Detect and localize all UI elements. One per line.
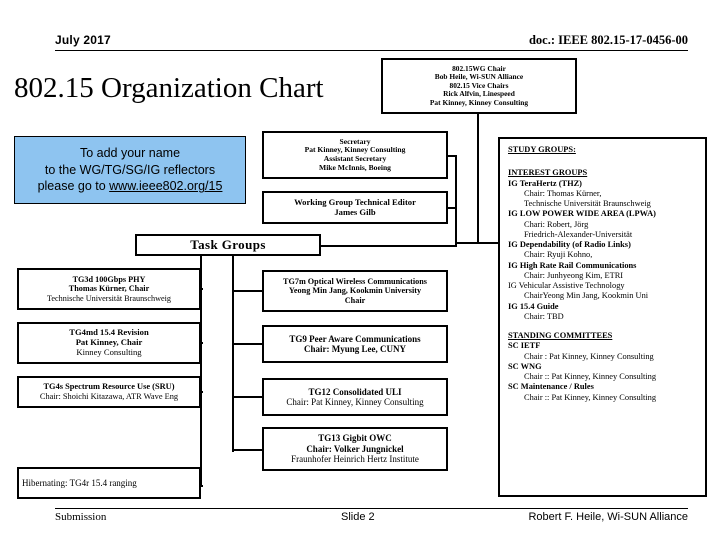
- secretary-line: Pat Kinney, Kinney Consulting: [304, 145, 406, 155]
- wg-chair-line: Bob Heile, Wi-SUN Alliance: [434, 72, 524, 82]
- secretary-line: Mike McInnis, Boeing: [319, 162, 391, 172]
- tg-chair: Chair: Volker Jungnickel: [306, 443, 404, 454]
- task-group-box-tg13: TG13 Gigbit OWC Chair: Volker Jungnickel…: [262, 427, 448, 471]
- technical-editor-box: Working Group Technical Editor James Gil…: [262, 191, 448, 224]
- standing-committee-title: SC IETF: [508, 341, 541, 351]
- connector-to-tg12: [232, 396, 264, 399]
- interest-group-title: IG High Rate Rail Communications: [508, 260, 637, 270]
- interest-group-chair: Chair: Ryuji Kohno,: [524, 250, 593, 260]
- task-group-box-tg3d: TG3d 100Gbps PHY Thomas Kürner, Chair Te…: [17, 268, 201, 310]
- study-groups-heading: STUDY GROUPS:: [508, 145, 576, 154]
- ieee802-link[interactable]: www.ieee802.org/15: [109, 179, 223, 194]
- connector-to-tg3d: [200, 288, 203, 291]
- connector-task-right-trunk: [232, 256, 235, 452]
- standing-committees-heading: STANDING COMMITTEES: [508, 331, 613, 340]
- wg-chair-line: 802.15 Vice Chairs: [449, 80, 509, 90]
- interest-group-title: IG Vehicular Assistive Technology: [508, 281, 625, 290]
- connector-left-trunk: [455, 155, 458, 247]
- tg-chair: Chair: Shoichi Kitazawa, ATR Wave Eng: [39, 392, 179, 401]
- interest-group-chair: ChairYeong Min Jang, Kookmin Uni: [524, 291, 649, 301]
- note-line-1: To add your name: [79, 145, 181, 160]
- footer-rule: [55, 508, 688, 509]
- secretary-line: Assistant Secretary: [323, 154, 387, 163]
- tg-chair: Chair: Pat Kinney, Kinney Consulting: [286, 397, 424, 407]
- tg-chair: Yeong Min Jang, Kookmin University: [288, 286, 422, 296]
- task-group-box-tg9: TG9 Peer Aware Communications Chair: Myu…: [262, 325, 448, 363]
- footer-author: Robert F. Heile, Wi-SUN Alliance: [528, 511, 688, 523]
- connector-task-left-trunk: [200, 256, 203, 487]
- tg-affiliation: Fraunhofer Heinrich Hertz Institute: [291, 454, 419, 465]
- connector-to-task-groups: [319, 245, 457, 248]
- note-line-3-prefix: please go to: [37, 179, 110, 194]
- tg-chair-role: Chair: [344, 295, 366, 305]
- task-group-box-hibernating: Hibernating: TG4r 15.4 ranging: [17, 467, 201, 499]
- header-doc-number: doc.: IEEE 802.15-17-0456-00: [528, 33, 688, 47]
- tg-affiliation: Kinney Consulting: [76, 346, 142, 357]
- tg-title: TG3d 100Gbps PHY: [72, 274, 146, 284]
- header-rule: [55, 50, 688, 51]
- tg-title: TG12 Consolidated ULI: [308, 386, 402, 397]
- tg-title: TG4md 15.4 Revision: [69, 327, 149, 338]
- tg-title: TG7m Optical Wireless Communications: [283, 276, 427, 286]
- tg-chair: Thomas Kürner, Chair: [68, 284, 150, 294]
- task-groups-label: Task Groups: [190, 236, 266, 252]
- connector-to-tg9: [232, 343, 264, 346]
- interest-groups-heading: INTEREST GROUPS: [508, 168, 588, 178]
- note-line-2: to the WG/TG/SG/IG reflectors: [44, 162, 216, 177]
- tg-affiliation: Technische Universität Braunschweig: [46, 293, 172, 303]
- standing-committee-title: SC WNG: [508, 361, 542, 371]
- standing-committee-chair: Chair : Pat Kinney, Kinney Consulting: [524, 351, 654, 361]
- connector-to-hibernating: [200, 485, 203, 488]
- header-date: July 2017: [55, 33, 111, 47]
- interest-group-affiliation: Technische Universität Braunschweig: [524, 199, 651, 208]
- tg-title: Hibernating: TG4r 15.4 ranging: [22, 477, 137, 488]
- task-group-box-tg4md: TG4md 15.4 Revision Pat Kinney, Chair Ki…: [17, 322, 201, 364]
- wg-chair-box: 802.15WG Chair Bob Heile, Wi-SUN Allianc…: [381, 58, 577, 114]
- connector-to-editor: [446, 207, 457, 210]
- footer-slide-number: Slide 2: [341, 511, 375, 523]
- editor-line: James Gilb: [334, 206, 376, 217]
- tg-title: TG4s Spectrum Resource Use (SRU): [43, 382, 175, 392]
- connector-to-tg13: [232, 449, 264, 452]
- editor-line: Working Group Technical Editor: [294, 196, 416, 207]
- interest-group-chair: Chari: Robert, Jörg: [524, 219, 589, 229]
- task-group-box-tg12: TG12 Consolidated ULI Chair: Pat Kinney,…: [262, 378, 448, 416]
- secretary-line: Secretary: [339, 136, 371, 146]
- task-groups-header-box: Task Groups: [135, 234, 321, 256]
- connector-to-secretary: [446, 155, 457, 158]
- page-title: 802.15 Organization Chart: [14, 72, 324, 104]
- interest-group-chair: Chair: Junhyeong Kim, ETRI: [524, 270, 624, 280]
- standing-committee-chair: Chair :: Pat Kinney, Kinney Consulting: [524, 372, 657, 381]
- tg-chair: Chair: Myung Lee, CUNY: [304, 344, 406, 354]
- footer-submission: Submission: [55, 511, 107, 523]
- wg-chair-line: Pat Kinney, Kinney Consulting: [429, 97, 529, 107]
- connector-to-tg4s: [200, 391, 203, 394]
- wg-chair-line: 802.15WG Chair: [452, 63, 506, 73]
- secretary-box: Secretary Pat Kinney, Kinney Consulting …: [262, 131, 448, 179]
- standing-committee-title: SC Maintenance / Rules: [508, 382, 594, 392]
- interest-group-affiliation: Friedrich-Alexander-Universität: [524, 229, 633, 239]
- interest-group-chair: Chair: TBD: [524, 311, 564, 321]
- connector-chair-trunk: [477, 114, 480, 244]
- task-group-box-tg7m: TG7m Optical Wireless Communications Yeo…: [262, 270, 448, 312]
- task-group-box-tg4s: TG4s Spectrum Resource Use (SRU) Chair: …: [17, 376, 201, 408]
- add-your-name-note-box: To add your name to the WG/TG/SG/IG refl…: [14, 136, 246, 204]
- groups-panel: STUDY GROUPS: INTEREST GROUPS IG TeraHer…: [498, 137, 707, 497]
- connector-chair-to-left-trunk: [455, 242, 479, 245]
- connector-to-tg4md: [200, 342, 203, 345]
- interest-group-title: IG Dependability (of Radio Links): [508, 240, 631, 249]
- tg-chair: Pat Kinney, Chair: [75, 337, 143, 348]
- note-line-3: please go to www.ieee802.org/15: [38, 178, 223, 195]
- wg-chair-line: Rick Alfvin, Linespeed: [443, 89, 515, 99]
- connector-to-tg7m: [232, 290, 264, 293]
- tg-title: TG13 Gigbit OWC: [318, 433, 392, 444]
- interest-group-title: IG 15.4 Guide: [508, 301, 559, 311]
- tg-title: TG9 Peer Aware Communications: [289, 333, 421, 344]
- connector-to-groups-panel: [477, 242, 500, 245]
- interest-group-chair: Chair: Thomas Kürner,: [524, 188, 602, 198]
- interest-group-title: IG LOW POWER WIDE AREA (LPWA): [508, 209, 656, 219]
- standing-committee-chair: Chair :: Pat Kinney, Kinney Consulting: [524, 392, 657, 402]
- interest-group-title: IG TeraHertz (THZ): [508, 178, 582, 188]
